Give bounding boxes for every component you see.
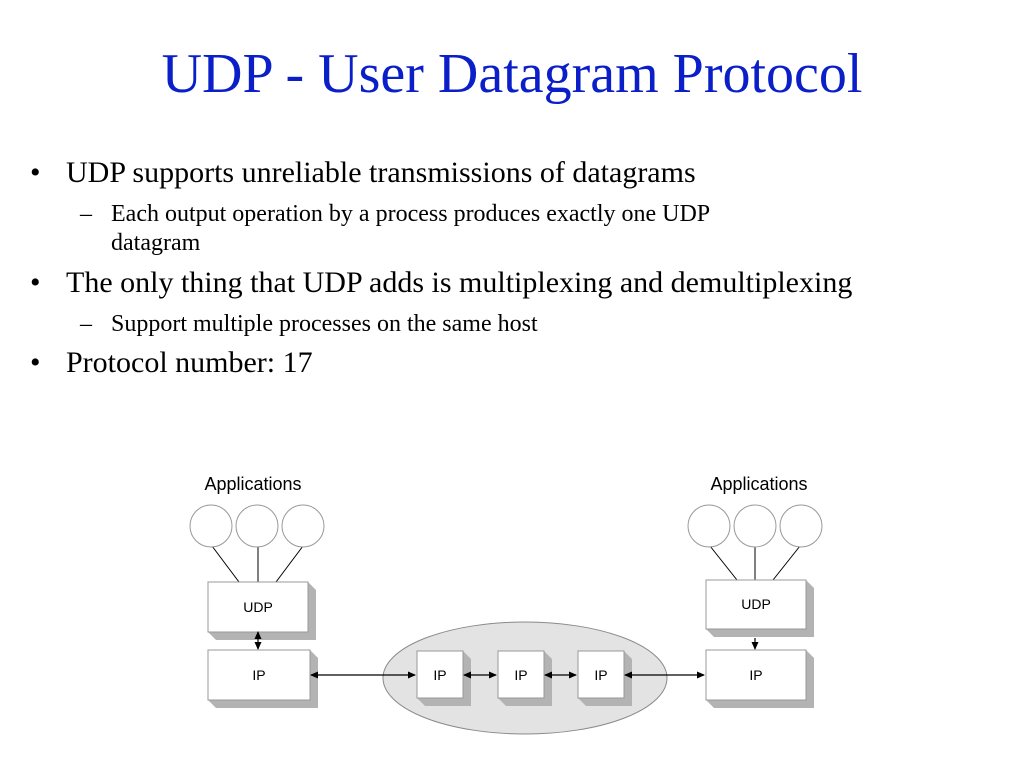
right-ip-box: IP	[705, 649, 814, 708]
bullet-glyph: •	[30, 266, 41, 299]
router-ip-label: IP	[594, 667, 607, 683]
application-process	[189, 504, 233, 548]
process-link	[275, 545, 304, 583]
application-process	[779, 504, 823, 548]
slide-title-text: UDP - User Datagram Protocol	[161, 43, 863, 105]
dash-glyph: –	[80, 201, 92, 227]
sub-bullet-text-1-1-line2: datagram	[111, 230, 201, 256]
bullet-glyph: •	[30, 346, 41, 379]
bullet-text-3: Protocol number: 17	[66, 346, 313, 379]
right-ip-label: IP	[749, 667, 762, 683]
router-ip-box-2: IP	[497, 650, 552, 706]
slide-title: UDP - User Datagram Protocol	[0, 38, 1024, 110]
left-udp-box: UDP	[207, 581, 316, 640]
bullet-glyph: •	[30, 156, 41, 189]
right-udp-label: UDP	[741, 596, 771, 612]
router-ip-box-3: IP	[577, 650, 632, 706]
application-process	[733, 504, 777, 548]
left-application-processes	[189, 504, 325, 583]
left-ip-box: IP	[207, 649, 318, 708]
router-ip-label: IP	[433, 667, 446, 683]
right-applications-label: Applications	[710, 474, 807, 494]
router-ip-box-1: IP	[416, 650, 471, 706]
process-link	[709, 545, 738, 581]
bullet-text-2: The only thing that UDP adds is multiple…	[66, 266, 853, 299]
right-udp-box: UDP	[705, 579, 814, 637]
process-link	[772, 545, 801, 581]
router-ip-label: IP	[514, 667, 527, 683]
left-applications-label: Applications	[204, 474, 301, 494]
left-ip-label: IP	[252, 667, 265, 683]
sub-bullet-text-2-1: Support multiple processes on the same h…	[111, 311, 538, 337]
right-application-processes	[687, 504, 823, 581]
bullet-list: • UDP supports unreliable transmissions …	[30, 156, 853, 379]
application-process	[281, 504, 325, 548]
application-process	[687, 504, 731, 548]
left-udp-label: UDP	[243, 599, 273, 615]
dash-glyph: –	[80, 311, 92, 337]
sub-bullet-text-1-1-line1: Each output operation by a process produ…	[111, 201, 711, 227]
process-link	[211, 545, 240, 583]
bullet-text-1: UDP supports unreliable transmissions of…	[66, 156, 696, 189]
application-process	[235, 504, 279, 548]
